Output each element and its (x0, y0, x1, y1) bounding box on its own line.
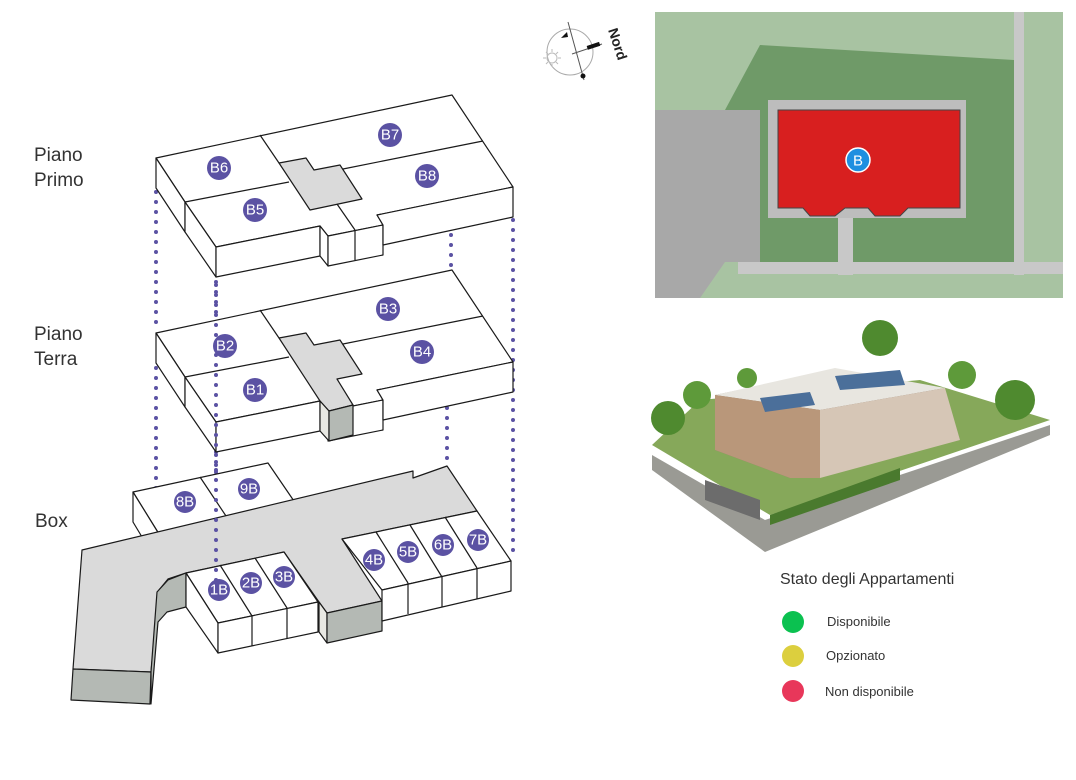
svg-text:8B: 8B (176, 494, 194, 511)
unit-7B[interactable]: 7B (467, 529, 489, 551)
svg-text:B6: B6 (210, 160, 228, 177)
svg-text:B3: B3 (379, 301, 397, 318)
unit-B3[interactable]: B3 (376, 297, 400, 321)
svg-text:B5: B5 (246, 202, 264, 219)
floor-label-terra-2: Terra (34, 349, 78, 370)
svg-text:B1: B1 (246, 382, 264, 399)
unit-B4[interactable]: B4 (410, 340, 434, 364)
floor-label-box: Box (35, 511, 68, 532)
status-dot-available (782, 611, 804, 633)
floor-primo: B6 B5 B7 B8 (155, 94, 514, 278)
unit-5B[interactable]: 5B (397, 541, 419, 563)
unit-B1[interactable]: B1 (243, 378, 267, 402)
unit-B8[interactable]: B8 (415, 164, 439, 188)
floor-label-primo-1: Piano (34, 145, 83, 166)
svg-text:1B: 1B (210, 582, 228, 599)
svg-text:9B: 9B (240, 481, 258, 498)
legend-label-available: Disponibile (827, 614, 891, 629)
stairwell (278, 157, 363, 211)
unit-4B[interactable]: 4B (363, 549, 385, 571)
compass-label: Nord (605, 26, 630, 62)
building-marker-label: B (853, 153, 863, 170)
compass-icon: Nord (543, 21, 630, 81)
unit-B7[interactable]: B7 (378, 123, 402, 147)
building-marker[interactable] (845, 147, 871, 173)
unit-3B[interactable]: 3B (273, 566, 295, 588)
status-dot-unavailable (782, 680, 804, 702)
svg-text:2B: 2B (242, 575, 260, 592)
svg-text:7B: 7B (469, 532, 487, 549)
floor-label-primo-2: Primo (34, 170, 84, 191)
floor-label-terra-1: Piano (34, 324, 83, 345)
svg-text:6B: 6B (434, 537, 452, 554)
legend-label-unavailable: Non disponibile (825, 684, 914, 699)
svg-text:B7: B7 (381, 127, 399, 144)
unit-B2[interactable]: B2 (213, 334, 237, 358)
legend: Stato degli Appartamenti Disponibile Opz… (780, 571, 954, 702)
building-render (651, 320, 1050, 552)
site-map: B (655, 12, 1063, 298)
floor-terra: B2 B1 B3 B4 (155, 269, 514, 602)
svg-text:B4: B4 (413, 344, 431, 361)
sun-icon (543, 49, 561, 67)
svg-text:3B: 3B (275, 569, 293, 586)
svg-text:5B: 5B (399, 544, 417, 561)
unit-1B[interactable]: 1B (208, 579, 230, 601)
svg-text:B2: B2 (216, 338, 234, 355)
legend-title: Stato degli Appartamenti (780, 571, 954, 588)
unit-B5[interactable]: B5 (243, 198, 267, 222)
unit-2B[interactable]: 2B (240, 572, 262, 594)
unit-B6[interactable]: B6 (207, 156, 231, 180)
unit-8B[interactable]: 8B (174, 491, 196, 513)
floor-box: 8B 9B 1B 2B 3B 4B 5B 6B 7B (70, 462, 512, 705)
svg-text:4B: 4B (365, 552, 383, 569)
unit-6B[interactable]: 6B (432, 534, 454, 556)
legend-label-optioned: Opzionato (826, 648, 885, 663)
svg-text:B8: B8 (418, 168, 436, 185)
status-dot-optioned (782, 645, 804, 667)
unit-9B[interactable]: 9B (238, 478, 260, 500)
